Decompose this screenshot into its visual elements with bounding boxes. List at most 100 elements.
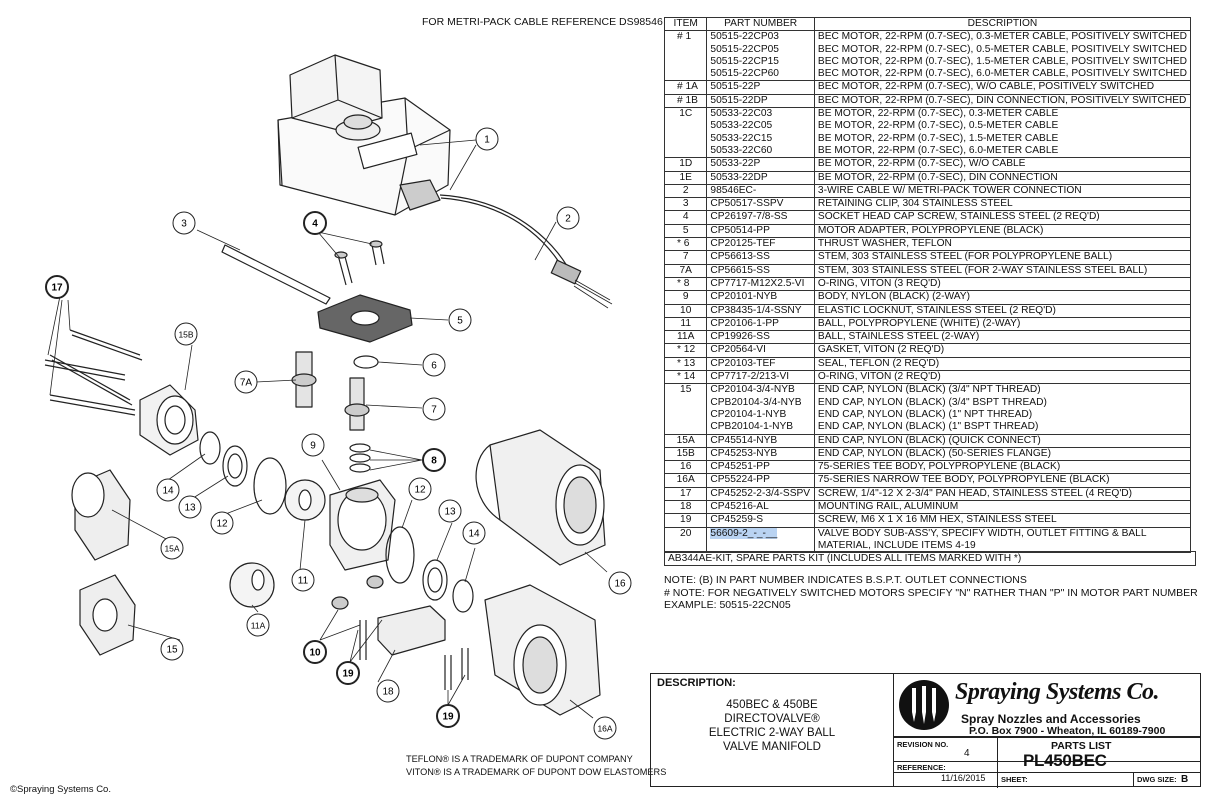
assembly-illustration: 12345677A89101111A1212131314141515A15B16…: [44, 54, 632, 740]
part-number-cell-text: CP55224-PP: [710, 474, 770, 486]
description-cell-text: O-RING, VITON (2 REQ'D): [817, 371, 941, 383]
item-cell: [663, 539, 708, 554]
item-cell: 4: [663, 210, 708, 225]
item-cell: 15B: [663, 446, 708, 461]
description-cell: BEC MOTOR, 22-RPM (0.7-SEC), W/O CABLE, …: [813, 80, 1192, 95]
item-cell: 18: [663, 499, 708, 514]
item-cell-text: 2: [682, 184, 689, 196]
balloon-circle: [608, 571, 632, 595]
part-number-cell-text[interactable]: 56609-2_-_-__: [710, 527, 778, 539]
part-number-cell-text: 50515-22CP05: [710, 43, 779, 55]
description-cell: BE MOTOR, 22-RPM (0.7-SEC), 6.0-METER CA…: [813, 144, 1192, 158]
header-part-number: PART NUMBER: [706, 16, 815, 32]
item-cell: [663, 144, 708, 158]
part-number-cell-text: CP7717-2/213-VI: [710, 371, 790, 383]
balloon-callout: 19: [436, 704, 460, 728]
description-cell: END CAP, NYLON (BLACK) (3/4" NPT THREAD): [813, 383, 1192, 397]
part-number-cell: CP50517-SSPV: [706, 197, 815, 211]
description-line: VALVE MANIFOLD: [723, 741, 821, 753]
balloon-callout: 2: [556, 206, 580, 230]
part-number-cell: CP56613-SS: [706, 250, 815, 265]
part-number-cell-text: CP20564-VI: [710, 344, 766, 356]
item-cell-text: 10: [680, 304, 692, 316]
description-cell-text: 75-SERIES TEE BODY, POLYPROPYLENE (BLACK…: [817, 461, 1061, 473]
part-number-cell: 50533-22C60: [706, 144, 815, 158]
balloon-circle: [178, 495, 202, 519]
item-cell: # 1B: [663, 93, 708, 108]
item-cell-text: * 6: [677, 238, 690, 250]
balloon-circle: [174, 322, 198, 346]
item-cell: 17: [663, 486, 708, 501]
balloon-label: 12: [414, 485, 426, 496]
balloon-callout: 10: [303, 640, 327, 664]
description-cell-text: BALL, STAINLESS STEEL (2-WAY): [817, 331, 980, 343]
part-number-cell: CPB20104-3/4-NYB: [706, 396, 815, 409]
balloon-callout: 12: [210, 511, 234, 535]
part-number-cell: CP26197-7/8-SS: [706, 210, 815, 225]
dwg-size-label: DWG SIZE:: [1137, 775, 1177, 784]
part-number-cell: CP45253-NYB: [706, 446, 815, 461]
item-cell: 3: [663, 197, 708, 211]
balloon-label: 1: [484, 135, 490, 146]
description-cell: BEC MOTOR, 22-RPM (0.7-SEC), 6.0-METER C…: [813, 68, 1192, 81]
part-number-cell-text: CP50517-SSPV: [710, 198, 784, 210]
parts-table-header: ITEM PART NUMBER DESCRIPTION: [663, 16, 1192, 32]
dwg-size-value: B: [1181, 774, 1189, 785]
balloon-circle: [436, 704, 460, 728]
description-cell-text: THRUST WASHER, TEFLON: [817, 238, 952, 250]
description-cell: END CAP, NYLON (BLACK) (3/4" BSPT THREAD…: [813, 396, 1192, 409]
balloon-callout: 15B: [174, 322, 198, 346]
balloon-circle: [336, 661, 360, 685]
item-cell: 1C: [663, 107, 708, 121]
part-number-cell: CP20564-VI: [706, 343, 815, 358]
balloon-circle: [422, 353, 446, 377]
parts-list-label: PARTS LIST: [1051, 740, 1112, 752]
description-cell: BE MOTOR, 22-RPM (0.7-SEC), 0.5-METER CA…: [813, 120, 1192, 133]
balloon-circle: [475, 127, 499, 151]
description-cell-text: END CAP, NYLON (BLACK) (1" NPT THREAD): [817, 408, 1033, 420]
part-number-cell: CP38435-1/4-SSNY: [706, 303, 815, 318]
balloon-label: 5: [457, 316, 463, 327]
description-cell: THRUST WASHER, TEFLON: [813, 237, 1192, 251]
item-cell-text: 15A: [676, 434, 695, 446]
sheet-label: SHEET:: [1001, 775, 1028, 784]
balloon-label: 19: [342, 669, 354, 680]
part-number-cell-text: 50533-22C05: [710, 120, 773, 132]
description-cell-text: RETAINING CLIP, 304 STAINLESS STEEL: [817, 198, 1013, 210]
balloon-label: 9: [310, 441, 316, 452]
item-cell: 7A: [663, 263, 708, 278]
part-number-cell: 50515-22P: [706, 80, 815, 95]
item-cell: * 12: [663, 343, 708, 358]
description-label: DESCRIPTION:: [657, 677, 736, 689]
description-cell: SCREW, M6 X 1 X 16 MM HEX, STAINLESS STE…: [813, 513, 1192, 528]
item-cell: 15A: [663, 433, 708, 448]
part-number-cell: CP45251-PP: [706, 460, 815, 474]
description-cell-text: MOUNTING RAIL, ALUMINUM: [817, 500, 959, 512]
balloon-callout: 15A: [160, 536, 184, 560]
balloon-label: 14: [468, 529, 480, 540]
description-cell: END CAP, NYLON (BLACK) (50-SERIES FLANGE…: [813, 446, 1192, 461]
balloon-callout: 3: [172, 211, 196, 235]
description-cell-text: STEM, 303 STAINLESS STEEL (FOR 2-WAY STA…: [817, 264, 1148, 276]
balloon-label: 11A: [251, 621, 266, 631]
description-cell: BE MOTOR, 22-RPM (0.7-SEC), 1.5-METER CA…: [813, 132, 1192, 145]
date-value: 11/16/2015: [941, 773, 986, 783]
balloon-label: 14: [162, 486, 174, 497]
balloon-circle: [593, 716, 617, 740]
balloon-circle: [422, 448, 446, 472]
company-address: P.O. Box 7900 - Wheaton, IL 60189-7900: [969, 725, 1166, 737]
part-number-cell-text: CP45253-NYB: [710, 447, 778, 459]
item-cell-text: 5: [682, 224, 689, 236]
part-number-cell: 50515-22CP15: [706, 55, 815, 69]
balloon-circle: [172, 211, 196, 235]
item-cell-text: # 1: [677, 31, 692, 43]
item-cell: [663, 55, 708, 69]
part-number-cell: CP45259-S: [706, 513, 815, 528]
